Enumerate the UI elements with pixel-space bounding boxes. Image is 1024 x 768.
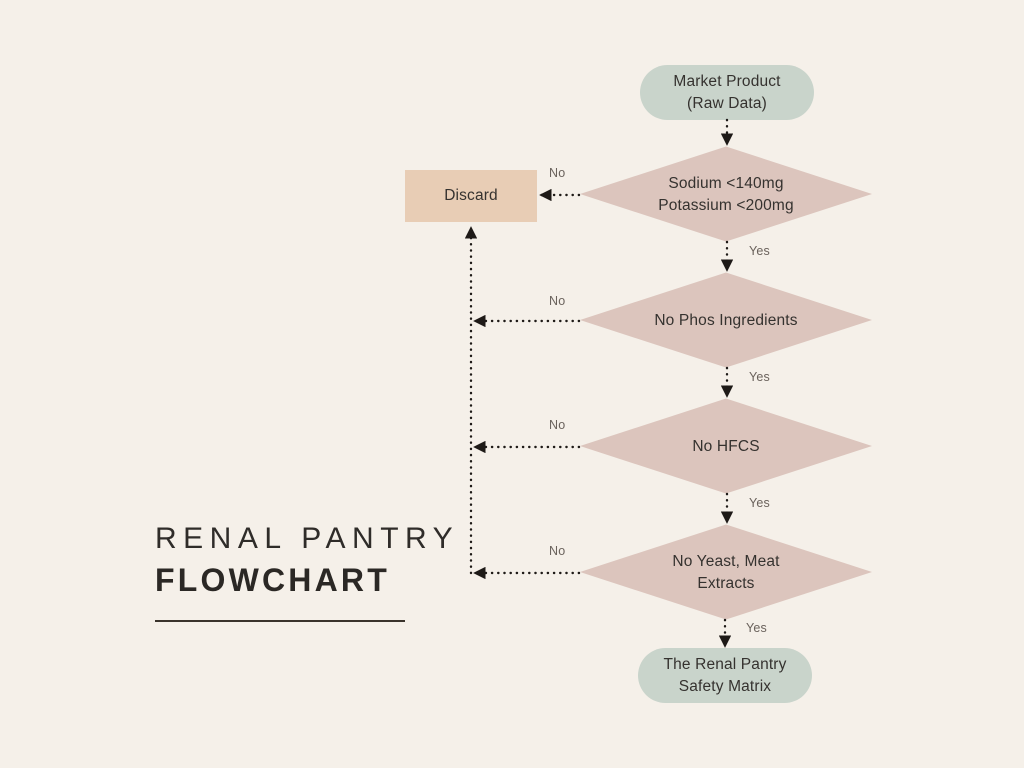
market-product-label: Market Product (Raw Data)	[673, 72, 781, 112]
decision-sodium-potassium-label: Sodium <140mg Potassium <200mg	[658, 174, 794, 214]
edge-label-no-4: No	[549, 544, 566, 558]
safety-matrix-shape	[638, 648, 812, 703]
edge-label-yes-2: Yes	[749, 370, 770, 384]
discard-label: Discard	[444, 187, 498, 204]
title-divider	[155, 619, 405, 622]
decision-no-hfcs-shape	[580, 398, 872, 494]
edge-label-yes-3: Yes	[749, 496, 770, 510]
decision-sodium-potassium-shape	[580, 146, 872, 242]
title-block: RENAL PANTRY FLOWCHART	[155, 520, 495, 622]
decision-no-phos-ingredients-shape	[580, 272, 872, 368]
decision-no-yeast-meat-extracts-shape	[580, 524, 872, 620]
edge-label-yes-4: Yes	[746, 621, 767, 635]
market-product-shape	[640, 65, 814, 120]
safety-matrix-label: The Renal Pantry Safety Matrix	[663, 655, 787, 695]
title-line-secondary: FLOWCHART	[155, 561, 390, 598]
discard-shape	[405, 170, 537, 222]
title-line-primary: RENAL PANTRY	[155, 522, 460, 555]
edge-label-yes-1: Yes	[749, 244, 770, 258]
decision-no-yeast-meat-extracts-label: No Yeast, Meat Extracts	[672, 552, 780, 592]
edge-label-no-1: No	[549, 166, 566, 180]
edge-label-no-3: No	[549, 418, 566, 432]
decision-no-phos-ingredients-label: No Phos Ingredients	[654, 311, 798, 329]
decision-no-hfcs-label: No HFCS	[692, 437, 760, 455]
edge-label-no-2: No	[549, 294, 566, 308]
